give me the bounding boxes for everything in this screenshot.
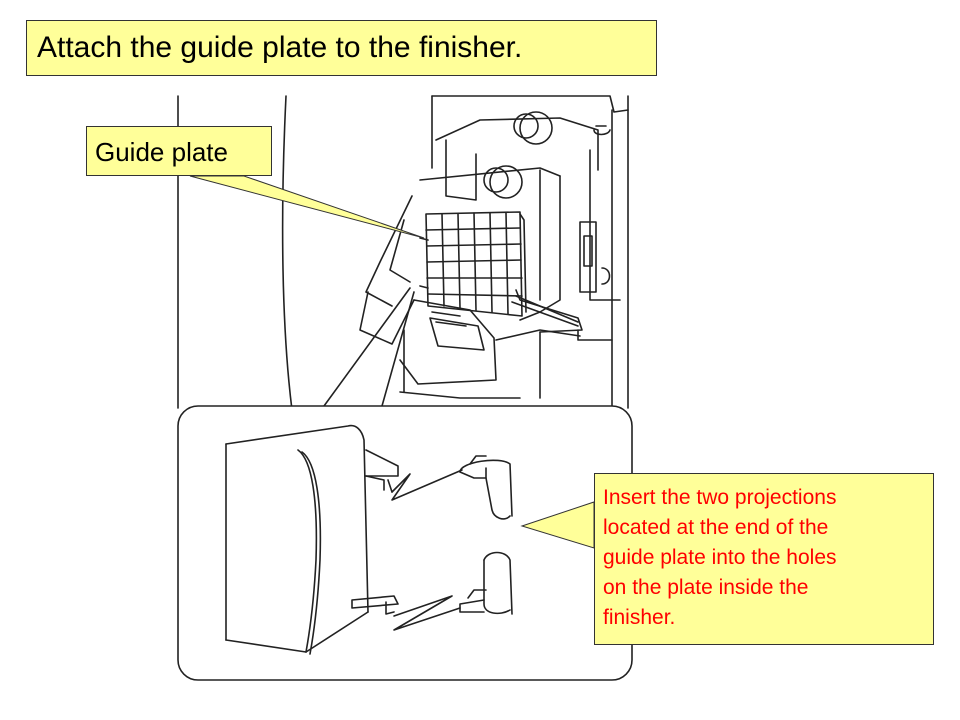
instruction-line: Insert the two projections bbox=[603, 486, 837, 509]
detail-inset-drawing bbox=[225, 424, 513, 655]
instruction-callout: Insert the two projections located at th… bbox=[594, 473, 934, 645]
zoom-line bbox=[323, 287, 411, 407]
page-title: Attach the guide plate to the finisher. bbox=[26, 20, 657, 76]
instruction-line: finisher. bbox=[603, 606, 676, 629]
detail-inset-frame bbox=[177, 405, 633, 681]
insertion-guide-lines bbox=[391, 469, 463, 631]
instruction-line: guide plate into the holes bbox=[603, 546, 837, 569]
guide-label-pointer bbox=[189, 175, 425, 239]
zoom-line bbox=[381, 291, 415, 407]
guide-plate-drawing bbox=[419, 211, 583, 333]
finisher-body-drawing bbox=[177, 95, 629, 411]
instruction-line: located at the end of the bbox=[603, 516, 829, 539]
guide-plate-label: Guide plate bbox=[86, 126, 272, 176]
instruction-line: on the plate inside the bbox=[603, 576, 809, 599]
